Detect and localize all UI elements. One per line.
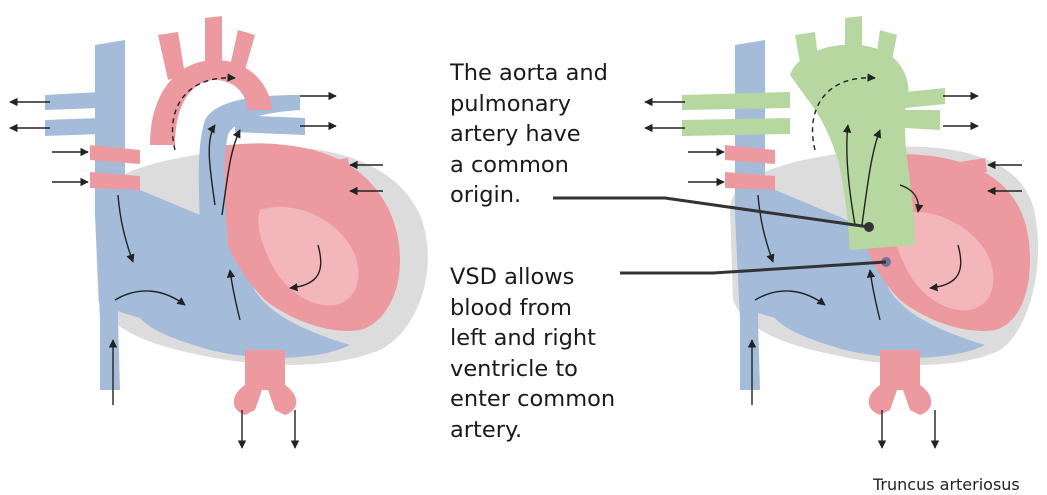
annotation-line: left and right	[450, 323, 615, 354]
annotation-line: origin.	[450, 180, 608, 211]
figure-caption: Truncus arteriosus	[873, 476, 1020, 494]
pulmonary-artery-right-branch	[235, 115, 305, 135]
annotation-line: The aorta and	[450, 58, 608, 89]
truncus-arteriosus-illustration	[645, 16, 1038, 448]
annotation-line: artery.	[450, 415, 615, 446]
annotation-common-origin: The aorta and pulmonary artery have a co…	[450, 58, 608, 211]
annotation-line: a common	[450, 150, 608, 181]
annotation-line: artery have	[450, 119, 608, 150]
annotation-line: enter common	[450, 384, 615, 415]
annotation-line: ventricle to	[450, 354, 615, 385]
annotation-vsd: VSD allows blood from left and right ven…	[450, 262, 615, 445]
annotation-line: blood from	[450, 293, 615, 324]
annotation-line: VSD allows	[450, 262, 615, 293]
pulmonary-arteries-left	[45, 92, 100, 136]
normal-heart-illustration	[10, 16, 428, 448]
annotation-line: pulmonary	[450, 89, 608, 120]
